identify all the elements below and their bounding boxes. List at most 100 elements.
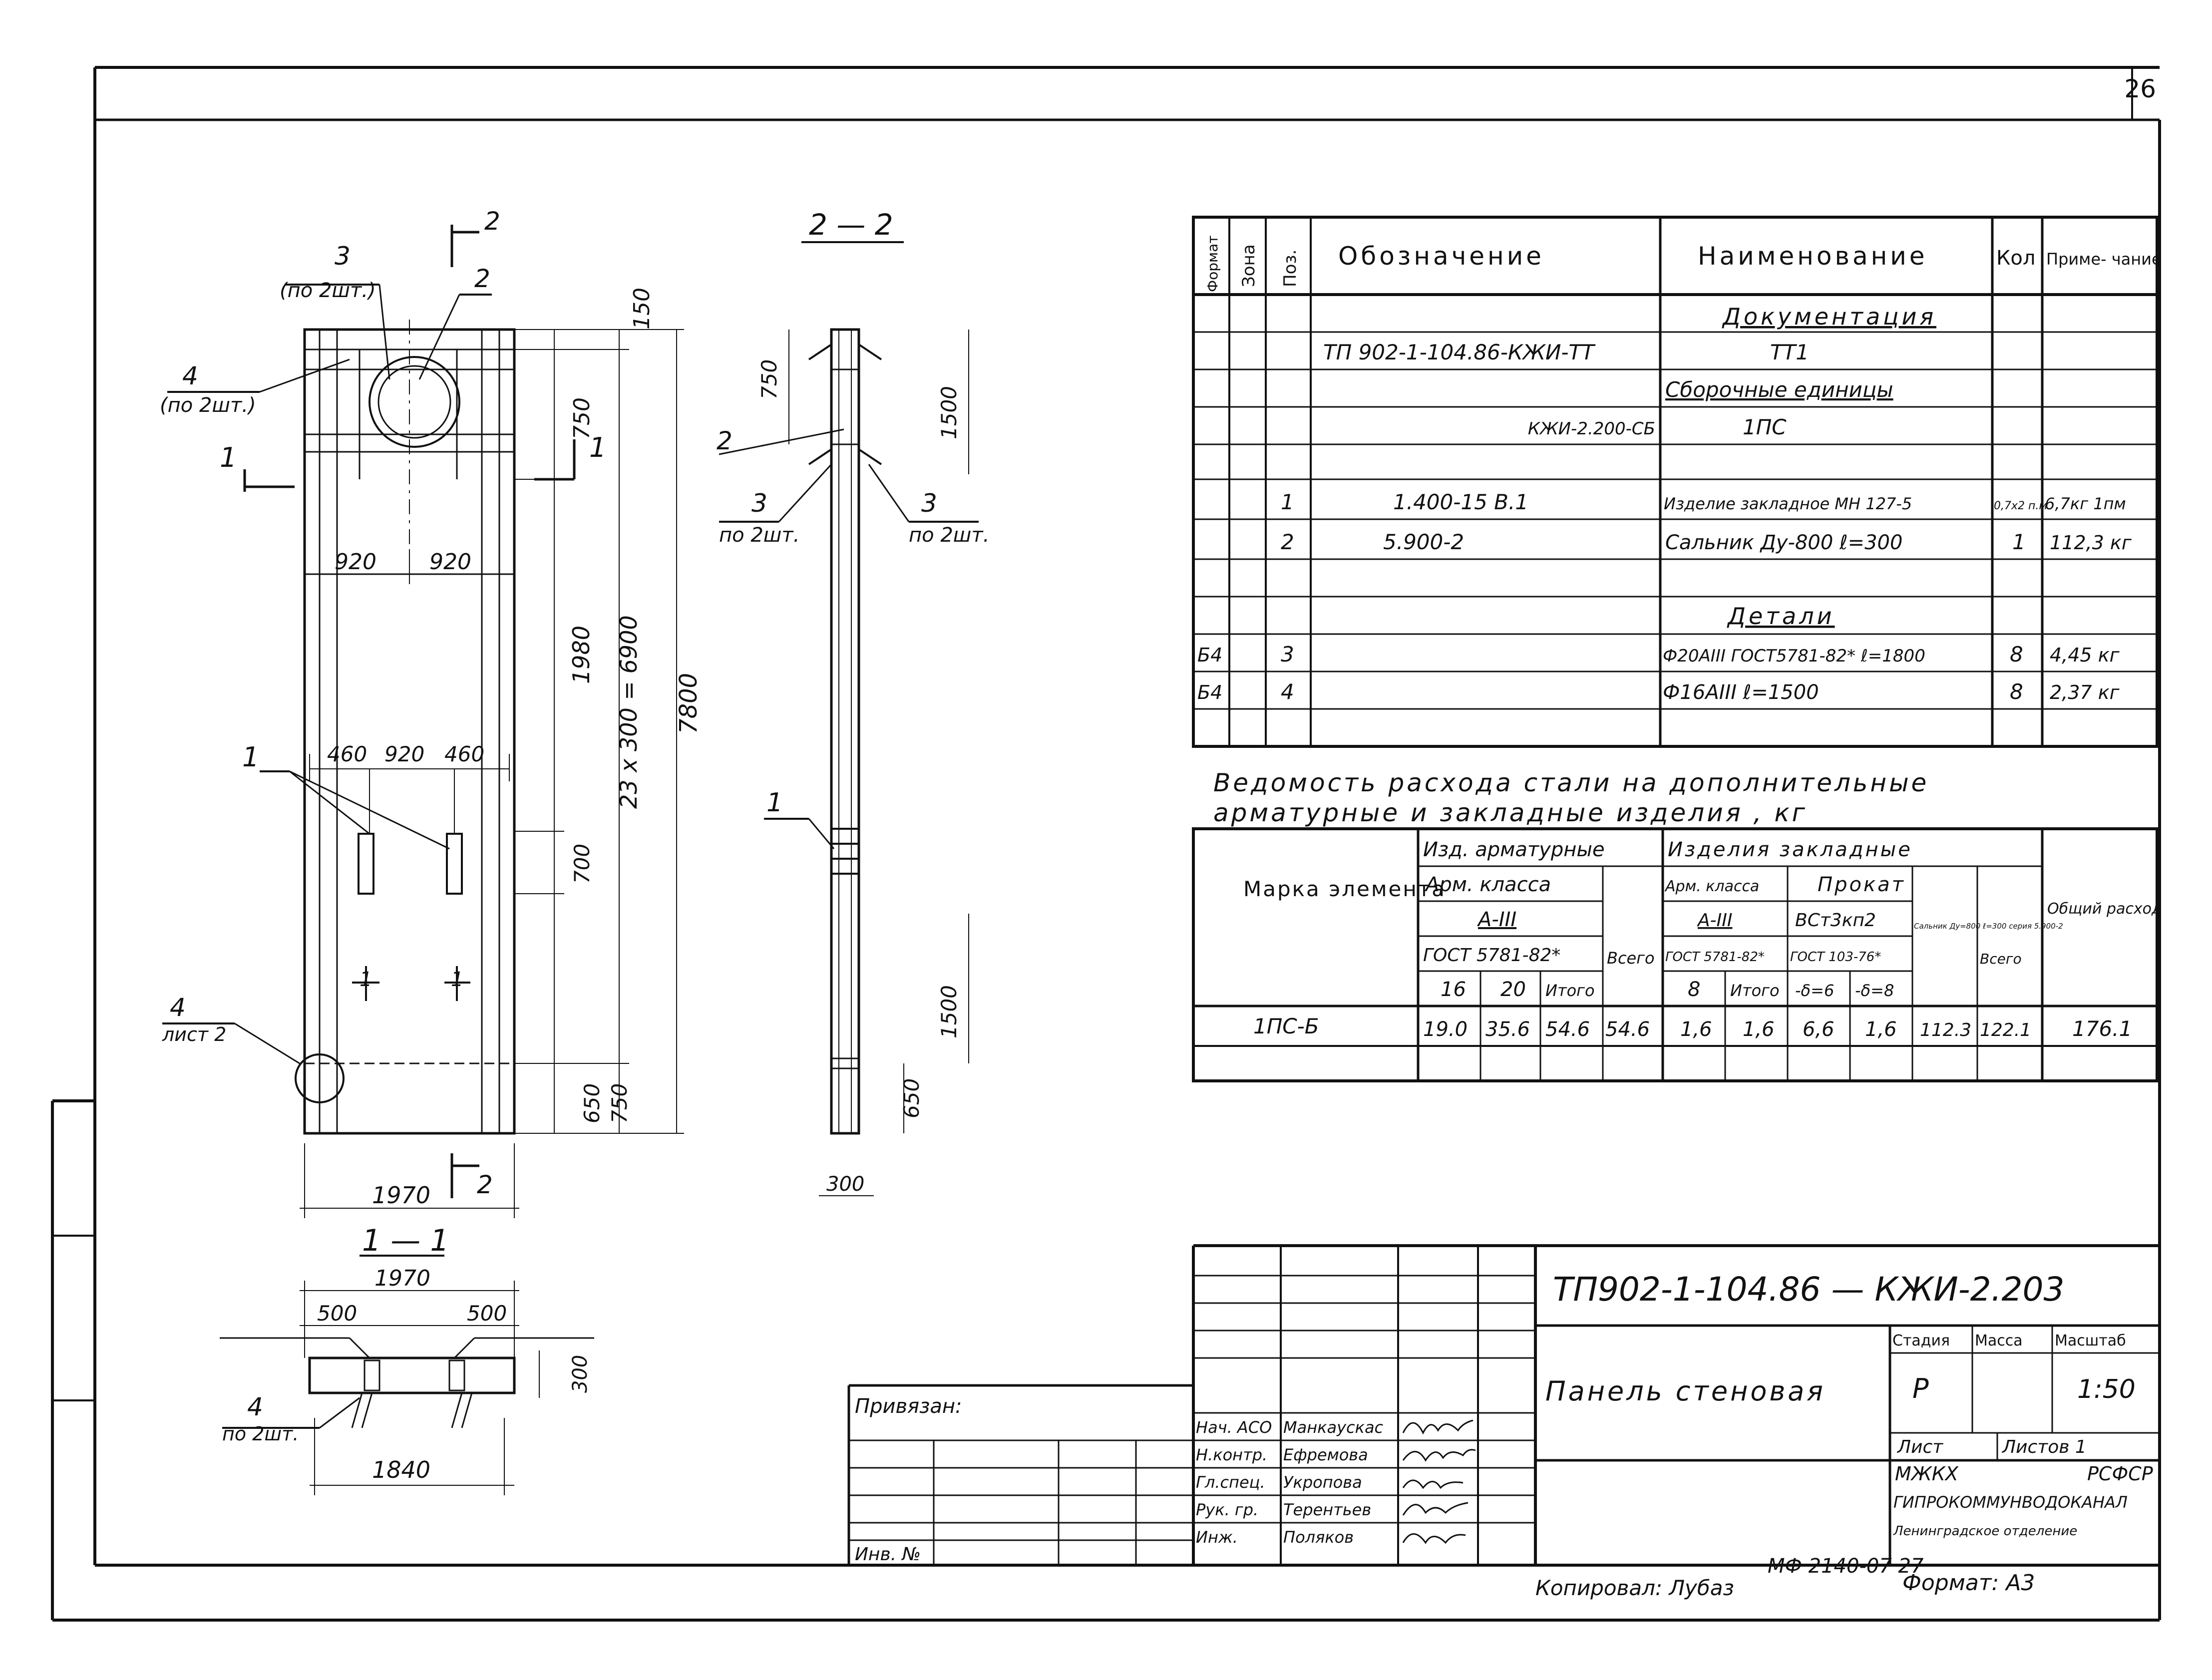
role-name: Манкаускас bbox=[1283, 1418, 1384, 1437]
spec-row-name: Документация bbox=[1722, 303, 1936, 330]
spec-row-pos: 3 bbox=[1281, 642, 1294, 667]
section-1-1-labels: 1 — 1 1970 500 500 300 1840 4 по 2шт. bbox=[222, 1223, 592, 1483]
spec-table-header: Формат Зона Поз. Обозначение Наименовани… bbox=[1204, 235, 2162, 292]
callout-4: 4 bbox=[182, 361, 198, 390]
scale-header: Масштаб bbox=[2055, 1332, 2126, 1349]
spec-row-name: Детали bbox=[1727, 603, 1835, 630]
dim-650: 650 bbox=[580, 1083, 604, 1123]
spec-row-name: Ф20АIII ГОСТ5781-82* ℓ=1800 bbox=[1663, 646, 1925, 666]
steel-h-a3: А-III bbox=[1476, 908, 1516, 931]
spec-row-qty: 0,7x2 п.м bbox=[1994, 500, 2047, 512]
org-branch: Ленинградское отделение bbox=[1893, 1524, 2077, 1539]
steel-row-itogo1: 54.6 bbox=[1545, 1018, 1590, 1041]
s22-callout-2: 2 bbox=[717, 426, 733, 455]
s11-dim-1970: 1970 bbox=[374, 1266, 430, 1291]
panel-main-view bbox=[162, 225, 684, 1218]
spec-row-qty: 8 bbox=[2010, 679, 2023, 704]
callout-3: 3 bbox=[335, 242, 351, 271]
scale-value: 1:50 bbox=[2077, 1374, 2136, 1404]
section-mark-1b: 1 bbox=[451, 968, 463, 991]
s11-dim-500-left: 500 bbox=[317, 1301, 357, 1326]
role-label: Нач. АСО bbox=[1196, 1418, 1272, 1437]
spec-row-name: Сборочные единицы bbox=[1665, 377, 1893, 402]
spec-row-designation: ТП 902-1-104.86-КЖИ-ТТ bbox=[1323, 340, 1596, 364]
steel-row-vsego2: 122.1 bbox=[1980, 1020, 2031, 1040]
drawing-name: Панель стеновая bbox=[1545, 1375, 1826, 1407]
s22-callout-3-left: 3 bbox=[751, 489, 767, 518]
steel-title-1: Ведомость расхода стали на дополнительны… bbox=[1213, 768, 1929, 797]
section-2-2-title: 2 — 2 bbox=[809, 208, 893, 242]
cut-mark-1-left: 1 bbox=[220, 442, 237, 473]
role-name: Ефремова bbox=[1283, 1445, 1368, 1464]
copied-by: Копировал: Лубаз bbox=[1535, 1576, 1734, 1600]
steel-h-a3-2: А-III bbox=[1697, 910, 1732, 931]
steel-sub-16: 16 bbox=[1441, 978, 1466, 1001]
cut-mark-2-bottom: 2 bbox=[477, 1170, 493, 1199]
s22-callout-3-right-qty: по 2шт. bbox=[909, 524, 989, 547]
s11-callout-4-qty: по 2шт. bbox=[222, 1423, 299, 1445]
steel-table-row: 1ПС-Б 19.0 35.6 54.6 54.6 1,6 1,6 6,6 1,… bbox=[1253, 1014, 2132, 1041]
stage-value: Р bbox=[1912, 1373, 1929, 1404]
s11-dim-1840: 1840 bbox=[372, 1456, 430, 1483]
spec-row-designation: 5.900-2 bbox=[1383, 530, 1464, 554]
cut-mark-2-top: 2 bbox=[484, 207, 500, 236]
s22-dim-1500-top: 1500 bbox=[937, 386, 961, 439]
steel-row-itogo2: 1,6 bbox=[1743, 1018, 1775, 1041]
spec-row-name: Ф16АIII ℓ=1500 bbox=[1663, 681, 1819, 704]
section-mark-1a: 1 bbox=[360, 968, 372, 991]
spec-row-designation: 1.400-15 В.1 bbox=[1393, 490, 1528, 514]
spec-table-rows: Документация ТП 902-1-104.86-КЖИ-ТТ ТТ1 … bbox=[1197, 303, 2132, 704]
steel-h-arm-class: Арм. класса bbox=[1424, 873, 1551, 896]
dim-460-right: 460 bbox=[444, 742, 484, 766]
section-2-2-view bbox=[719, 241, 979, 1196]
steel-h-total: Общий расход bbox=[2047, 900, 2162, 918]
role-label: Гл.спец. bbox=[1196, 1473, 1265, 1492]
role-name: Поляков bbox=[1283, 1528, 1354, 1547]
spec-table-grid bbox=[1192, 216, 2159, 748]
org-institute: ГИПРОКОММУНВОДОКАНАЛ bbox=[1893, 1493, 2128, 1512]
steel-row-vsego1: 54.6 bbox=[1605, 1018, 1650, 1041]
dim-920-left: 920 bbox=[335, 549, 376, 575]
steel-h-prokat: Прокат bbox=[1818, 873, 1905, 896]
title-block-text: ТП902-1-104.86 — КЖИ-2.203 Панель стенов… bbox=[855, 1270, 2153, 1565]
paper-format: Формат: А3 bbox=[1902, 1570, 2035, 1596]
steel-h-gost2: ГОСТ 5781-82* bbox=[1665, 950, 1765, 965]
sheets-label: Листов 1 bbox=[2001, 1437, 2087, 1457]
s22-dim-1500-bottom: 1500 bbox=[937, 985, 961, 1038]
s22-callout-1: 1 bbox=[766, 788, 783, 818]
spec-row-designation: КЖИ-2.200-СБ bbox=[1528, 419, 1655, 439]
dim-750-bottom: 750 bbox=[607, 1083, 632, 1123]
org-ministry: МЖКХ bbox=[1895, 1463, 1959, 1485]
sheet-frame bbox=[51, 66, 2161, 1622]
dim-750-top: 750 bbox=[569, 397, 595, 439]
s22-dim-650: 650 bbox=[899, 1078, 924, 1118]
stage-header: Стадия bbox=[1892, 1332, 1950, 1349]
callout-4-bottom-ref: лист 2 bbox=[162, 1023, 226, 1045]
steel-sub-itogo1: Итого bbox=[1545, 981, 1595, 1000]
section-1-1-title: 1 — 1 bbox=[362, 1223, 449, 1258]
steel-sub-d6: -δ=6 bbox=[1795, 981, 1834, 1000]
spec-row-note: 2,37 кг bbox=[2050, 681, 2120, 703]
steel-row-v8: 1,6 bbox=[1680, 1018, 1712, 1041]
panel-main-labels: 2 3 (по 2шт.) 2 4 (по 2шт.) 1 1 1 4 лист… bbox=[160, 207, 703, 1209]
dim-1980: 1980 bbox=[568, 626, 595, 684]
spec-row-note: 6,7кг 1пм bbox=[2045, 494, 2126, 513]
org-republic: РСФСР bbox=[2087, 1463, 2153, 1485]
steel-h-salnik: Сальник Ду=800 ℓ=300 серия 5.900-2 bbox=[1914, 922, 2063, 931]
steel-row-v20: 35.6 bbox=[1485, 1018, 1530, 1041]
steel-h-izd-zakl: Изделия закладные bbox=[1668, 838, 1912, 861]
privyazan-label: Привязан: bbox=[855, 1395, 962, 1418]
spec-row-format: Б4 bbox=[1197, 644, 1222, 666]
steel-table-headers: Марка элемента Изд. арматурные Изделия з… bbox=[1243, 838, 2162, 1001]
steel-row-mark: 1ПС-Б bbox=[1253, 1014, 1319, 1038]
steel-title-2: арматурные и закладные изделия , кг bbox=[1213, 798, 1808, 827]
s22-dim-300: 300 bbox=[826, 1173, 864, 1196]
callout-3-qty: (по 2шт.) bbox=[280, 279, 376, 302]
callout-1: 1 bbox=[242, 741, 259, 773]
steel-sub-d8: -δ=8 bbox=[1855, 981, 1894, 1000]
dim-1970-main: 1970 bbox=[372, 1182, 430, 1209]
dim-700: 700 bbox=[570, 844, 594, 884]
spec-row-name: Изделие закладное МН 127-5 bbox=[1664, 494, 1912, 513]
mass-header: Масса bbox=[1975, 1332, 2023, 1349]
